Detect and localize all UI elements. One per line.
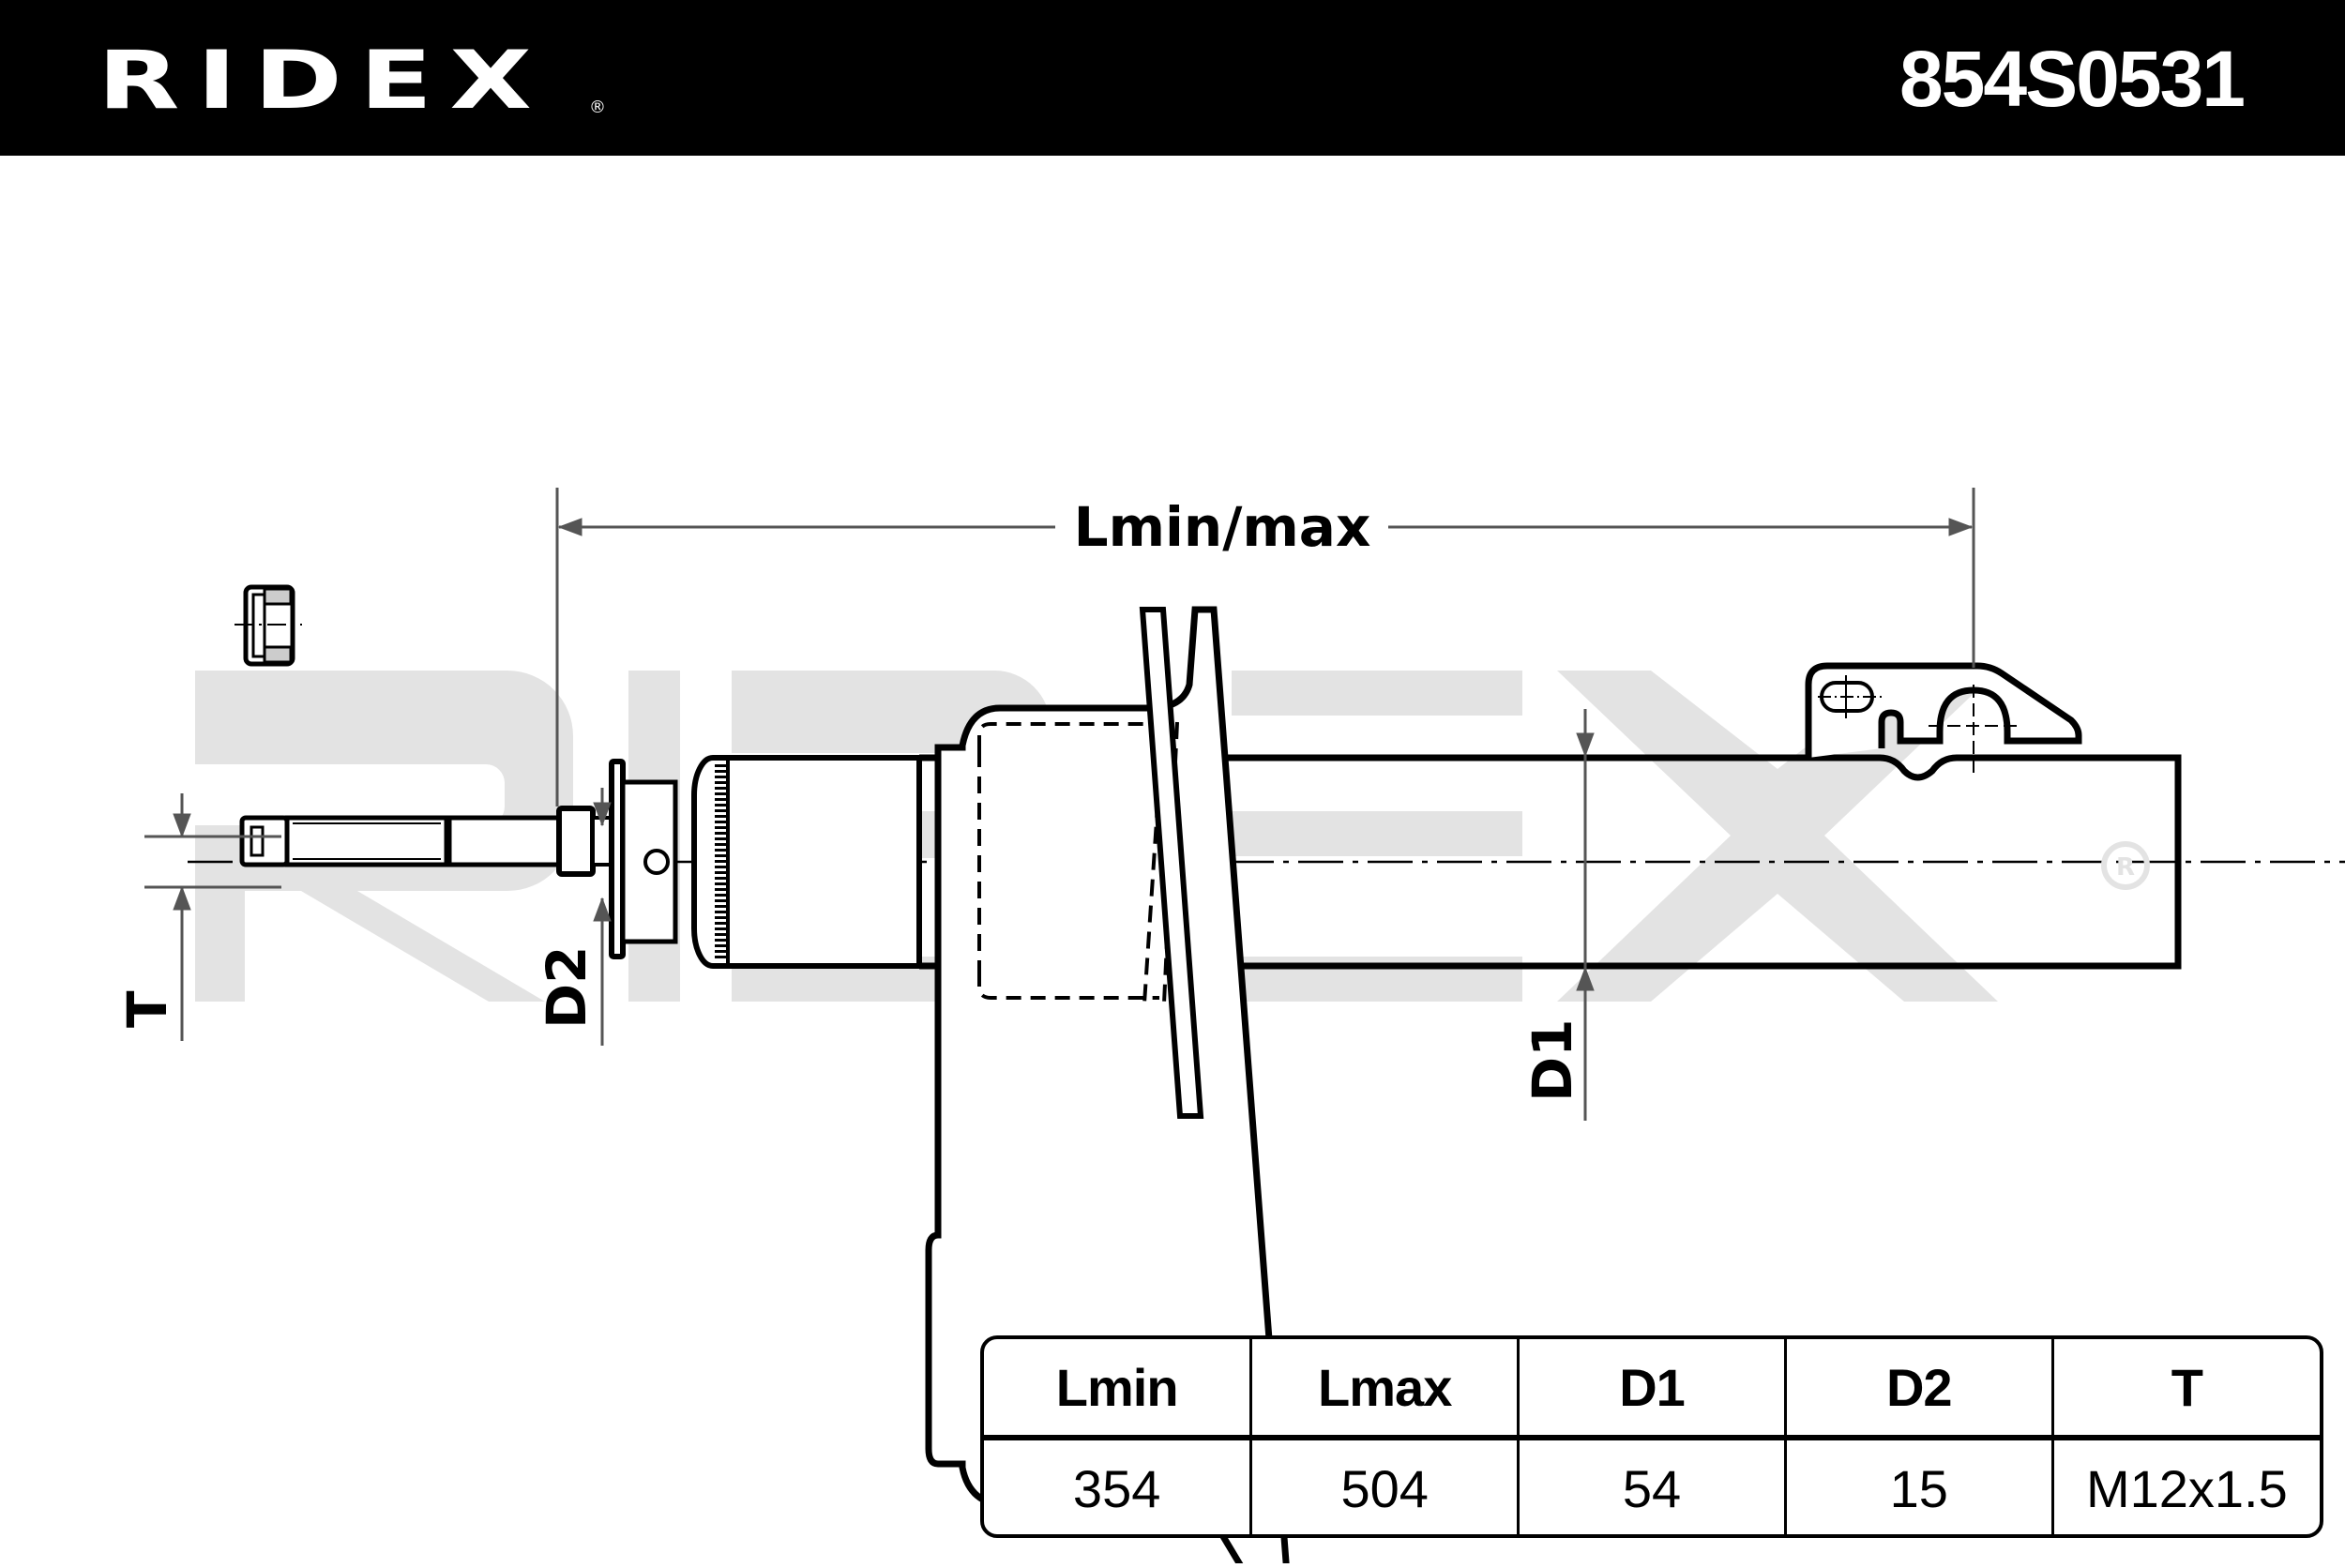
top-nut	[234, 584, 302, 667]
spec-header-d1: D1	[1518, 1339, 1787, 1440]
watermark-letter-e-mid	[1232, 811, 1522, 856]
watermark-registered: R	[2101, 841, 2150, 890]
label-length: Lmin/max	[1074, 495, 1371, 559]
watermark-registered-mark: R	[2116, 853, 2135, 882]
brand-name: RIDEX	[98, 34, 550, 128]
spec-value-d1: 54	[1518, 1438, 1787, 1534]
watermark-letter-x	[1557, 671, 1998, 1002]
watermark-letter-e-top	[1232, 671, 1522, 716]
arrow-down-icon	[593, 802, 612, 827]
arrow-up-icon	[1576, 966, 1595, 991]
arrow-down-icon	[1576, 732, 1595, 758]
part-number: 854S0531	[1899, 35, 2246, 123]
spec-value-t: M12x1.5	[2085, 1458, 2288, 1518]
spring-seat-flange	[1139, 607, 1204, 1119]
header-bar: RIDEX ® 854S0531	[0, 0, 2345, 156]
arrow-left-icon	[557, 518, 582, 536]
arrow-up-icon	[593, 897, 612, 922]
spec-header-d2: D2	[1785, 1339, 2054, 1440]
brand-registered-mark: ®	[589, 98, 606, 117]
rod-mount	[609, 759, 678, 959]
spring-seat	[925, 606, 1291, 1568]
arrow-up-icon	[173, 885, 191, 911]
spec-table-header-row: Lmin Lmax D1 D2 T	[984, 1339, 2320, 1440]
watermark-registered-icon	[2101, 841, 2150, 890]
spec-value-d2: 15	[1785, 1438, 2054, 1534]
dimension-lines	[144, 488, 1975, 1121]
knuckle-bracket	[1805, 662, 2082, 778]
arrow-down-icon	[173, 813, 191, 838]
label-body-diameter: D1	[1520, 1018, 1584, 1102]
label-rod-diameter: D2	[535, 945, 598, 1029]
spec-header-lmin: Lmin	[984, 1339, 1253, 1440]
spec-header-lmax: Lmax	[1250, 1339, 1520, 1440]
spec-value-lmax: 504	[1250, 1438, 1520, 1534]
label-thread: T	[115, 990, 179, 1028]
piston-rod	[239, 806, 623, 877]
spec-header-t: T	[2052, 1339, 2320, 1440]
spec-table-value-row: 354 504 54 15 M12x1.5	[984, 1438, 2320, 1534]
dust-cap	[691, 755, 922, 969]
spec-value-lmin: 354	[984, 1438, 1253, 1534]
shock-absorber-diagram: R Lmin/max T D2 D1	[115, 488, 2345, 1568]
brand-logo: RIDEX ®	[98, 40, 606, 121]
arrow-right-icon	[1948, 518, 1974, 536]
technical-drawing: R Lmin/max T D2 D1	[0, 156, 2345, 1568]
spec-table: Lmin Lmax D1 D2 T 354 504 54 15 M12x1.5	[980, 1335, 2323, 1538]
